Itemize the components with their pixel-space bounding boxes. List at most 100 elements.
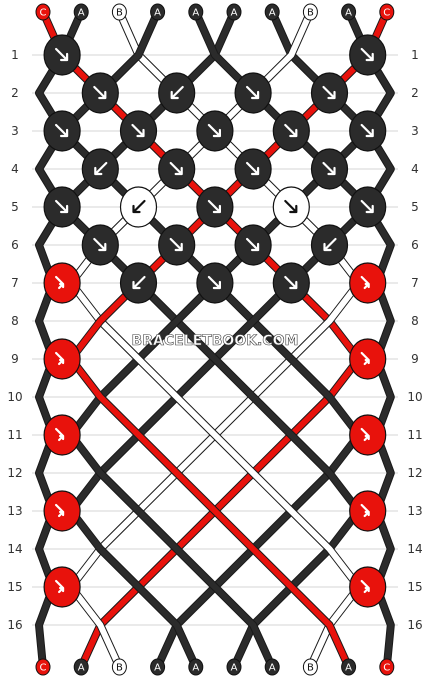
arrow-icon [322,85,336,100]
knot [234,72,272,114]
string-top-badge [226,3,242,21]
string-top-label: A [345,8,352,19]
row-number-left: 1 [11,48,19,62]
string-bottom-label: A [231,663,238,674]
knot [196,262,234,304]
knot [349,490,387,532]
knot [272,262,310,304]
knot [349,414,387,456]
row-number-right: 11 [407,428,422,442]
knot [119,186,158,228]
knot [349,262,387,304]
string-bottom-label: A [345,663,352,674]
row-number-right: 12 [407,466,422,480]
row-number-right: 7 [411,276,419,290]
string-top-badge [111,3,127,21]
row-number-right: 3 [411,124,419,138]
arrow-icon [207,123,221,138]
row-number-right: 8 [411,314,419,328]
string-bottom-label: C [40,663,47,674]
string-top-badge [150,3,166,21]
string-top-label: A [231,8,238,19]
row-number-left: 8 [11,314,19,328]
string-top-label: C [383,8,390,19]
row-number-left: 5 [11,200,19,214]
arrow-icon [360,503,370,518]
knot [349,566,387,608]
knot [43,490,81,532]
arrow-icon [284,275,298,290]
knot [81,72,119,114]
row-number-right: 16 [407,618,422,632]
string-bottom-label: B [307,663,314,674]
string-top-label: A [192,8,199,19]
string-top-badge [188,3,204,21]
arrow-icon [169,161,183,176]
knot [310,72,349,114]
arrow-icon [169,237,183,252]
arrow-icon [323,237,337,252]
string-top-badge [341,3,357,21]
knot [272,110,310,152]
arrow-icon [94,161,108,176]
arrow-icon [54,351,65,366]
knot [43,34,81,76]
arrow-icon [54,275,65,290]
knot [158,72,196,114]
knot-grid [43,34,387,608]
watermark: BRACELETBOOK.COM [132,333,299,349]
row-number-left: 7 [11,276,19,290]
knot [196,110,234,152]
row-number-right: 2 [411,86,419,100]
knot [272,186,310,228]
string-top-badge [35,3,51,21]
arrow-icon [54,427,65,442]
string-top-badge [302,3,318,21]
knot [158,224,196,266]
string-bottom-label: A [269,663,276,674]
knot [349,186,387,228]
arrow-icon [284,123,298,138]
string-top-label: B [116,8,123,19]
string-bottom-badge [264,658,280,676]
arrow-icon [54,503,65,518]
row-number-left: 6 [11,238,19,252]
string-bottom-label: A [78,663,85,674]
arrow-icon [54,199,69,214]
string-bottom-badge [302,658,318,676]
string-bottom-label: C [383,663,390,674]
string-top-label: A [154,8,161,19]
row-number-right: 13 [407,504,422,518]
arrow-icon [360,427,370,442]
knot [234,224,272,266]
knot [310,224,349,266]
knot [119,262,158,304]
knot [119,110,158,152]
arrow-icon [93,237,107,252]
arrow-icon [131,123,145,138]
arrow-icon [93,85,107,100]
row-number-left: 14 [7,542,22,556]
arrow-icon [360,123,374,138]
string-bottom-label: A [192,663,199,674]
knot [310,148,349,190]
string-bottom-badge [226,658,242,676]
knot [234,148,272,190]
arrow-icon [360,579,370,594]
string-bottom-label: B [116,663,123,674]
arrow-icon [284,199,298,214]
knot [349,338,387,380]
string-top-badge [73,3,89,21]
row-number-left: 12 [7,466,22,480]
string-top-badge [264,3,280,21]
knot [196,186,234,228]
row-number-right: 14 [407,542,422,556]
arrow-icon [246,237,260,252]
arrow-icon [360,351,370,366]
knot [43,414,81,456]
arrow-icon [170,85,184,100]
knot [349,34,387,76]
